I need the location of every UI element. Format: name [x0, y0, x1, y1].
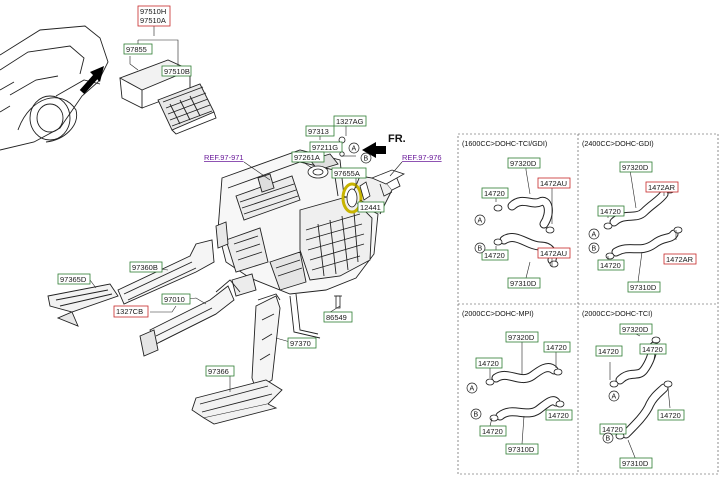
duct-97370 — [251, 293, 281, 391]
label-right1: 1472AR — [648, 183, 676, 192]
label-1327AG: 1327AG — [336, 117, 364, 126]
label-bottom: 97310D — [622, 459, 649, 468]
duct-97365D — [47, 283, 119, 327]
label-12441: 12441 — [360, 203, 381, 212]
label-top: 97320D — [622, 325, 649, 334]
car-silhouette — [0, 25, 109, 151]
label-bottom: 97310D — [508, 445, 535, 454]
label-left1: 14720 — [600, 207, 621, 216]
label-97510A: 97510A — [140, 16, 166, 25]
highlighted-gasket — [341, 182, 363, 214]
label-bottom: 97310D — [510, 279, 537, 288]
hvac-unit — [215, 149, 401, 297]
label-right2: 1472AR — [666, 255, 694, 264]
cabin-filter-assembly — [118, 59, 217, 135]
label-right2: 14720 — [548, 411, 569, 420]
marker-a: A — [470, 386, 475, 393]
panel-title: (1600CC>DOHC-TCI/GDI) — [462, 139, 547, 148]
label-left1: 14720 — [478, 359, 499, 368]
marker-a: A — [592, 232, 597, 239]
label-right2: 14720 — [660, 411, 681, 420]
label-left1: 14720 — [598, 347, 619, 356]
label-97261A: 97261A — [294, 153, 320, 162]
label-right1: 1472AU — [540, 179, 567, 188]
label-97010: 97010 — [164, 295, 185, 304]
label-right2: 1472AU — [540, 249, 567, 258]
marker-a: A — [478, 218, 483, 225]
label-86549: 86549 — [326, 313, 347, 322]
label-97855: 97855 — [126, 45, 147, 54]
duct-97366 — [191, 379, 283, 425]
front-arrow — [362, 142, 386, 158]
label-97510H: 97510H — [140, 7, 166, 16]
panel-title: (2400CC>DOHC-GDI) — [582, 139, 654, 148]
marker-b: B — [474, 412, 479, 419]
panel-1600cc: (1600CC>DOHC-TCI/GDI) 97320D 14720 1472A… — [462, 139, 571, 289]
panel-2400cc: (2400CC>DOHC-GDI) 97320D 14720 1472AR 14… — [582, 139, 697, 293]
label-97365D: 97365D — [60, 275, 87, 284]
label-right1: 14720 — [546, 343, 567, 352]
panel-title: (2000CC>DOHC-TCI) — [582, 309, 653, 318]
front-indicator: FR. — [388, 133, 406, 145]
panel-title: (2000CC>DOHC-MPI) — [462, 309, 534, 318]
marker-b: B — [606, 436, 611, 443]
hose-panels — [457, 133, 719, 475]
label-top: 97320D — [622, 163, 649, 172]
label-left1: 14720 — [484, 189, 505, 198]
marker-b: B — [364, 156, 369, 163]
label-97370: 97370 — [290, 339, 311, 348]
panel-2000cc-tci: (2000CC>DOHC-TCI) 97320D 14720 14720 147… — [582, 309, 685, 469]
label-1327CB: 1327CB — [116, 307, 143, 316]
label-97655A: 97655A — [334, 169, 360, 178]
duct-97010 — [139, 279, 241, 357]
label-97313: 97313 — [308, 127, 329, 136]
top-small-parts — [307, 136, 371, 309]
label-left2: 14720 — [484, 251, 505, 260]
marker-b: B — [592, 246, 597, 253]
label-left2: 14720 — [482, 427, 503, 436]
label-97360B: 97360B — [132, 263, 158, 272]
label-97510B: 97510B — [164, 67, 190, 76]
main-part-labels: 97510H 97510A 97855 97510B 97313 1327AG … — [57, 5, 442, 377]
panel-2000cc-mpi: (2000CC>DOHC-MPI) 97320D 14720 14720 147… — [462, 309, 573, 455]
marker-b: B — [478, 246, 483, 253]
label-left2: 14720 — [600, 261, 621, 270]
label-top: 97320D — [510, 159, 537, 168]
pipe-connector — [370, 169, 405, 197]
label-97366: 97366 — [208, 367, 229, 376]
label-top: 97320D — [508, 333, 535, 342]
drain-hose — [289, 293, 321, 339]
marker-a: A — [352, 146, 357, 153]
duct-97360B — [117, 239, 215, 305]
pointer-arrow — [79, 66, 104, 94]
label-97211G: 97211G — [312, 143, 338, 152]
marker-a: A — [612, 394, 617, 401]
label-right1: 14720 — [642, 345, 663, 354]
ref-97-971[interactable]: REF.97-971 — [204, 153, 244, 162]
label-bottom: 97310D — [630, 283, 657, 292]
ref-97-976[interactable]: REF.97-976 — [402, 153, 442, 162]
label-left2: 14720 — [602, 425, 623, 434]
